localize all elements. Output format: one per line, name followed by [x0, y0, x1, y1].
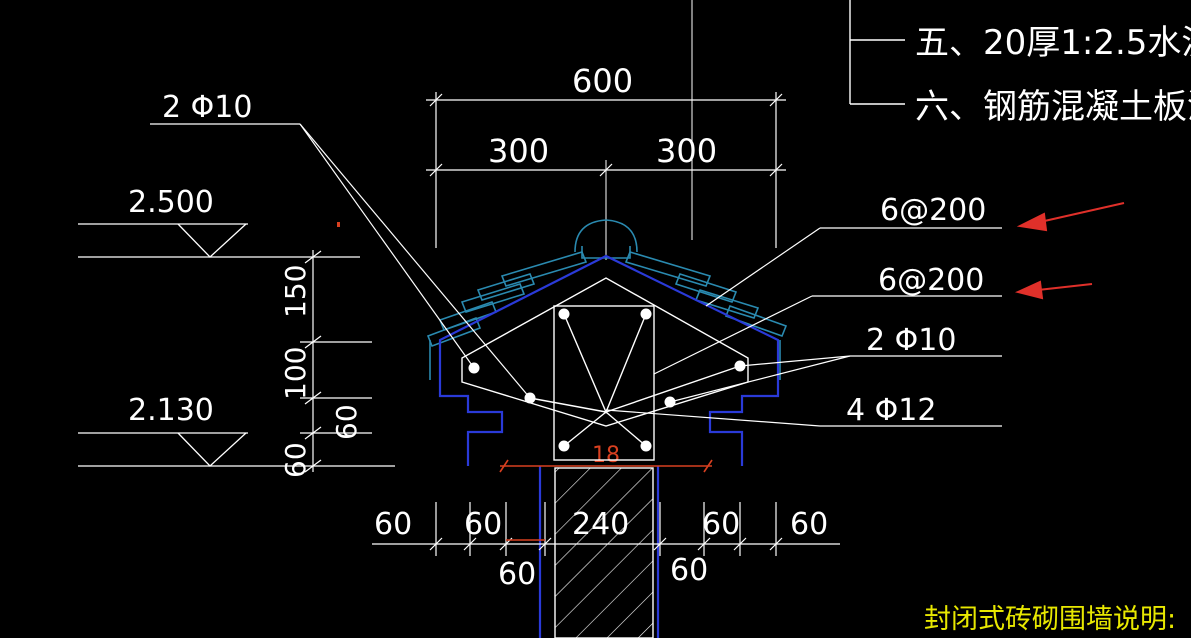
dim-bottom-60-b: 60 [464, 507, 502, 542]
level-lower-label: 2.130 [128, 393, 214, 428]
dim-below-60-left: 60 [498, 557, 536, 592]
rebar-dot [640, 308, 652, 320]
level-upper-label: 2.500 [128, 185, 214, 220]
dim-bottom-60-a: 60 [374, 507, 412, 542]
leader-lines [150, 123, 1002, 427]
footer-note: 封闭式砖砌围墙说明: [924, 604, 1176, 635]
notes-block: 五、20厚1:2.5水泥 六、钢筋混凝土板清扫 [849, 0, 1191, 127]
dim-right-half: 300 [656, 132, 717, 170]
annotation-arrows [1014, 202, 1125, 300]
red-mark [337, 222, 340, 227]
note-line-6: 六、钢筋混凝土板清扫 [915, 87, 1191, 127]
rebar-dot [558, 308, 570, 320]
dim-bottom-240: 240 [572, 507, 629, 542]
rebar-dot [640, 440, 652, 452]
note-line-5: 五、20厚1:2.5水泥 [915, 23, 1191, 63]
rebar-label-right: 2 Φ10 [866, 323, 956, 358]
level-mark-upper [78, 223, 360, 258]
cover-dimension [499, 459, 713, 473]
dim-height-150: 150 [279, 265, 312, 318]
rebar-stirrups [461, 277, 749, 461]
brick-wall-hatch [554, 467, 654, 638]
bottom-dimensions [372, 502, 840, 556]
stirrup-label-1: 6@200 [880, 193, 986, 228]
left-vertical-dimensions [300, 250, 372, 473]
dim-height-100: 100 [279, 347, 312, 400]
stirrup-label-2: 6@200 [878, 263, 984, 298]
cover-label: 18 [592, 443, 620, 468]
rebar-bars [468, 308, 746, 452]
dim-bottom-60-d: 60 [790, 507, 828, 542]
dim-left-half: 300 [488, 132, 549, 170]
cap-outline [438, 254, 780, 638]
dim-height-60-inner: 60 [330, 404, 363, 440]
dim-bottom-60-c: 60 [702, 507, 740, 542]
level-mark-lower [78, 432, 395, 467]
rebar-label-bottom: 4 Φ12 [846, 393, 936, 428]
dim-height-60-left: 60 [279, 442, 312, 478]
rebar-label-top-left: 2 Φ10 [162, 90, 252, 125]
rebar-dot [558, 440, 570, 452]
dim-below-60-right: 60 [670, 553, 708, 588]
dim-total-width: 600 [572, 62, 633, 100]
top-dimensions [426, 92, 786, 248]
roof-tiles [426, 219, 788, 380]
